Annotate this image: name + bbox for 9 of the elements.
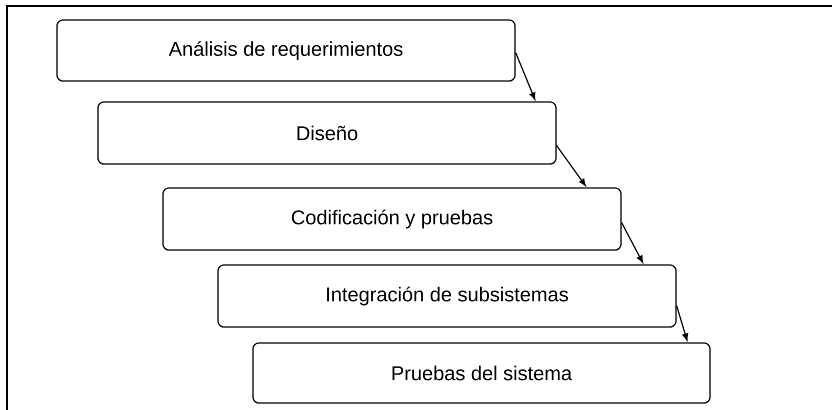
arrow [556,145,586,186]
process-box: Análisis de requerimientos [56,19,516,82]
process-box: Diseño [97,101,557,165]
process-box: Integración de subsistemas [217,264,677,328]
arrow [676,305,688,341]
arrow [515,52,536,100]
process-box: Codificación y pruebas [162,187,622,251]
process-box: Pruebas del sistema [252,342,711,404]
arrow [621,222,644,263]
